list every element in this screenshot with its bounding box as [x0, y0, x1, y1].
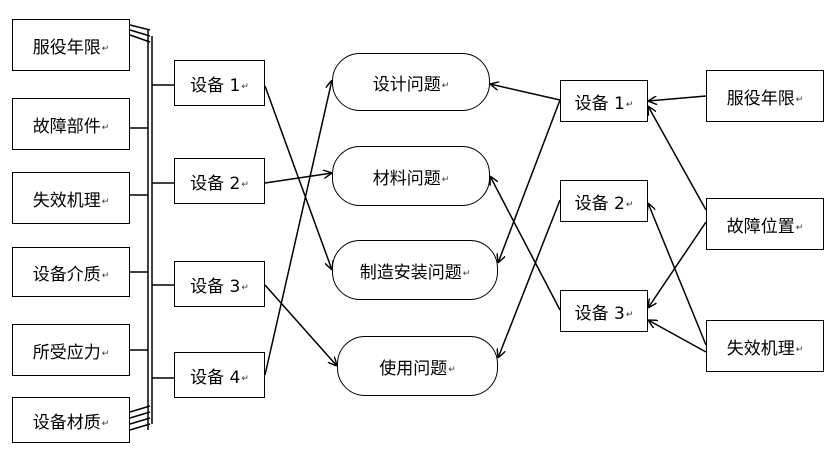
left-factor-box: 失效机理↵ — [12, 172, 130, 224]
left-factor-label: 设备材质 — [32, 412, 101, 433]
para-mark: ↵ — [625, 200, 634, 210]
para-mark: ↵ — [795, 95, 804, 105]
right-device-box: 设备 3↵ — [560, 290, 648, 332]
left-factor-box: 故障部件↵ — [12, 98, 130, 150]
para-mark: ↵ — [101, 271, 110, 281]
bracket-to-devices — [152, 84, 174, 379]
para-mark: ↵ — [241, 374, 249, 384]
right-device-label: 设备 3 — [574, 303, 625, 324]
left-device-box: 设备 3↵ — [174, 261, 265, 307]
left-factor-label: 服役年限 — [32, 37, 101, 58]
para-mark: ↵ — [101, 197, 110, 207]
left-device-label: 设备 2 — [190, 173, 241, 194]
left-device-label: 设备 4 — [190, 367, 241, 388]
para-mark: ↵ — [101, 349, 110, 359]
problem-label: 使用问题 — [379, 358, 448, 379]
problem-label: 制造安装问题 — [359, 262, 462, 283]
problem-label: 设计问题 — [372, 74, 441, 95]
para-mark: ↵ — [241, 180, 249, 190]
para-mark: ↵ — [795, 345, 804, 355]
left-device-box: 设备 4↵ — [174, 352, 265, 398]
right-factor-label: 故障位置 — [726, 216, 795, 237]
problem-node: 使用问题↵ — [337, 336, 498, 396]
para-mark: ↵ — [241, 82, 249, 92]
para-mark: ↵ — [441, 175, 450, 185]
left-factor-label: 故障部件 — [32, 116, 101, 137]
para-mark: ↵ — [462, 269, 471, 279]
para-mark: ↵ — [625, 100, 634, 110]
left-device-box: 设备 2↵ — [174, 158, 265, 204]
para-mark: ↵ — [101, 44, 110, 54]
left-factor-box: 服役年限↵ — [12, 19, 130, 71]
left-device-label: 设备 3 — [190, 276, 241, 297]
right-factor-label: 失效机理 — [726, 338, 795, 359]
left-factor-label: 设备介质 — [32, 264, 101, 285]
para-mark: ↵ — [448, 365, 456, 375]
problem-node: 设计问题↵ — [332, 53, 490, 111]
arrows-right-to-problems — [490, 84, 561, 358]
para-mark: ↵ — [101, 419, 110, 429]
left-device-box: 设备 1↵ — [174, 60, 265, 106]
para-mark: ↵ — [625, 310, 634, 320]
left-factor-label: 所受应力 — [32, 342, 101, 363]
left-device-label: 设备 1 — [190, 75, 241, 96]
right-factor-box: 服役年限↵ — [706, 70, 824, 122]
bracket-lines — [129, 24, 153, 431]
left-factor-box: 设备材质↵ — [12, 397, 130, 443]
para-mark: ↵ — [795, 223, 804, 233]
left-factor-box: 所受应力↵ — [12, 324, 130, 376]
right-device-box: 设备 2↵ — [560, 180, 648, 222]
arrows-left-to-problems — [264, 80, 337, 376]
arrows-factors-to-devices — [648, 95, 707, 353]
right-device-label: 设备 2 — [574, 193, 625, 214]
left-factor-label: 失效机理 — [32, 190, 101, 211]
right-device-label: 设备 1 — [574, 93, 625, 114]
para-mark: ↵ — [441, 81, 450, 91]
para-mark: ↵ — [101, 123, 110, 133]
problem-node: 材料问题↵ — [332, 146, 490, 206]
problem-node: 制造安装问题↵ — [332, 240, 498, 300]
problem-label: 材料问题 — [372, 168, 441, 189]
right-factor-label: 服役年限 — [726, 88, 795, 109]
right-factor-box: 故障位置↵ — [706, 198, 824, 250]
right-device-box: 设备 1↵ — [560, 80, 648, 122]
para-mark: ↵ — [241, 283, 249, 293]
right-factor-box: 失效机理↵ — [706, 320, 824, 372]
left-factor-box: 设备介质↵ — [12, 247, 130, 297]
